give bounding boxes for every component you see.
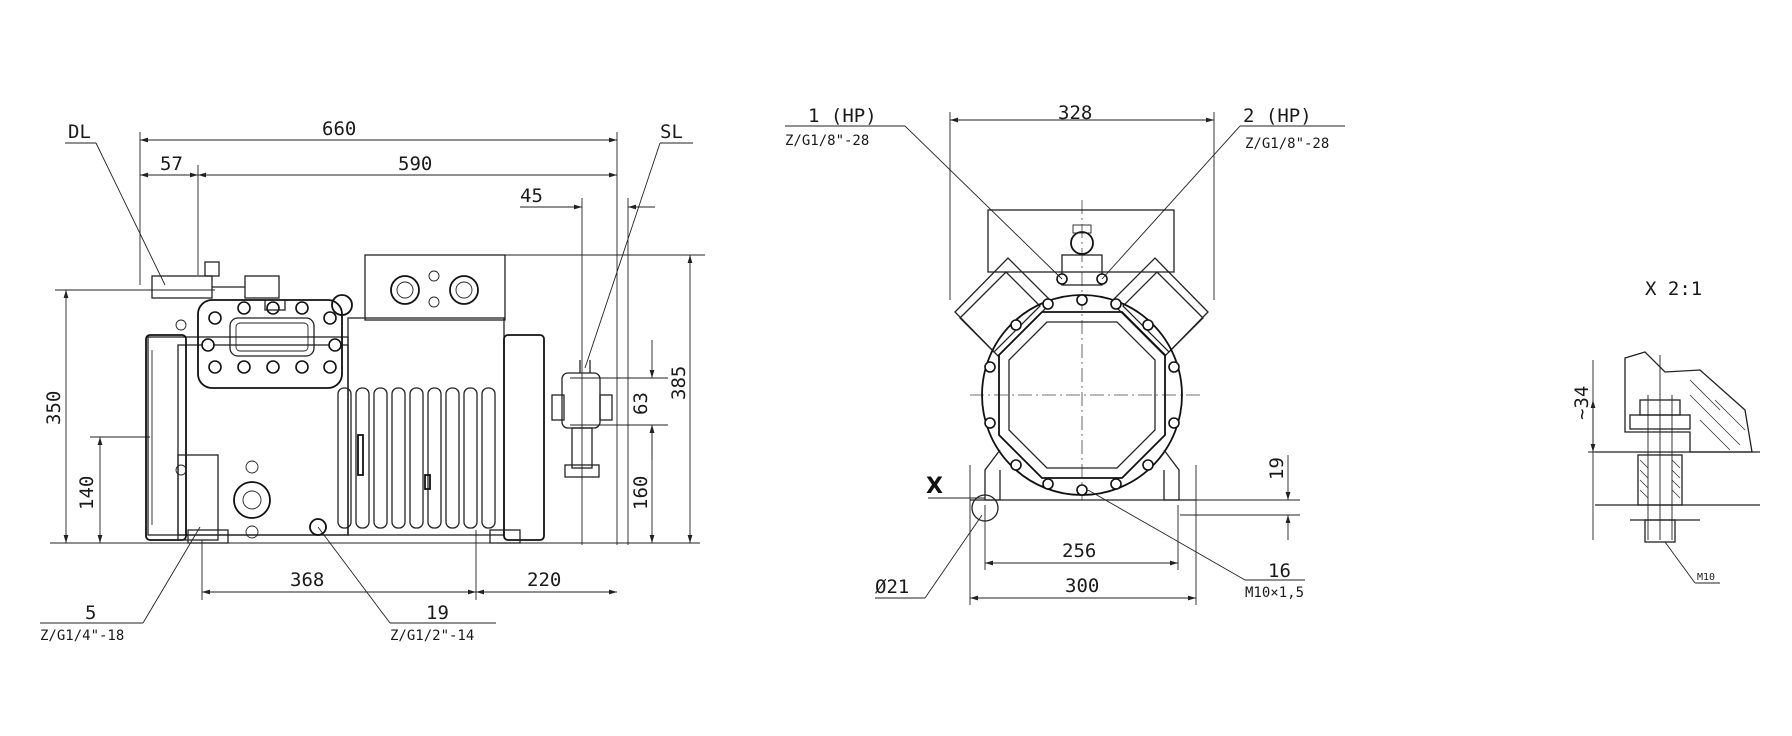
compressor-front-body [954, 209, 1209, 522]
dim-45: 45 [520, 185, 543, 207]
dim-368: 368 [290, 569, 324, 591]
hp2-label: 2 (HP) [1243, 105, 1312, 127]
dim-57: 57 [160, 153, 183, 175]
dim-256: 256 [1062, 540, 1096, 562]
hole-diameter: Ø21 [875, 576, 909, 598]
conn-19-label: 19 [426, 602, 449, 624]
bolt-thread: M10×1,5 [1245, 585, 1304, 601]
detail-dim-34: ~34 [1571, 386, 1593, 420]
front-dimension-lines [950, 117, 1291, 601]
dim-16-front: 16 [1268, 560, 1291, 582]
conn-5-thread: Z/G1/4"-18 [40, 628, 124, 644]
dim-63: 63 [630, 392, 652, 415]
conn-19-thread: Z/G1/2"-14 [390, 628, 474, 644]
dim-328: 328 [1058, 102, 1092, 124]
front-view: 1 (HP) Z/G1/8"-28 2 (HP) Z/G1/8"-28 328 … [785, 102, 1345, 605]
front-leader-lines [785, 125, 1345, 599]
compressor-side-body [145, 254, 613, 544]
conn-5-label: 5 [85, 602, 96, 624]
hp2-thread: Z/G1/8"-28 [1245, 136, 1329, 152]
detail-section [1588, 351, 1760, 584]
dl-label: DL [68, 121, 91, 143]
dim-385: 385 [668, 366, 690, 400]
dim-300: 300 [1065, 575, 1099, 597]
sl-label: SL [660, 121, 683, 143]
hp1-label: 1 (HP) [808, 105, 877, 127]
side-extension-lines [50, 132, 705, 600]
side-dimension-lines [63, 137, 693, 595]
detail-marker-x: X [926, 474, 943, 499]
detail-view: X 2:1 [1571, 278, 1760, 584]
side-leader-lines [40, 142, 693, 624]
dim-220: 220 [527, 569, 561, 591]
dim-140: 140 [76, 476, 98, 510]
suction-valve [551, 360, 613, 478]
front-centerlines [970, 200, 1200, 500]
dim-660: 660 [322, 118, 356, 140]
front-extension-lines [949, 112, 1300, 605]
dim-19-front: 19 [1266, 457, 1288, 480]
side-view: DL SL 660 590 57 45 350 140 385 63 160 3… [40, 118, 705, 644]
dim-590: 590 [398, 153, 432, 175]
dim-160: 160 [630, 476, 652, 510]
detail-bolt-m10: M10 [1697, 572, 1715, 583]
hp1-thread: Z/G1/8"-28 [785, 133, 869, 149]
motor-cooling-fins [337, 387, 496, 529]
dim-350: 350 [43, 391, 65, 425]
detail-title: X 2:1 [1645, 278, 1702, 300]
